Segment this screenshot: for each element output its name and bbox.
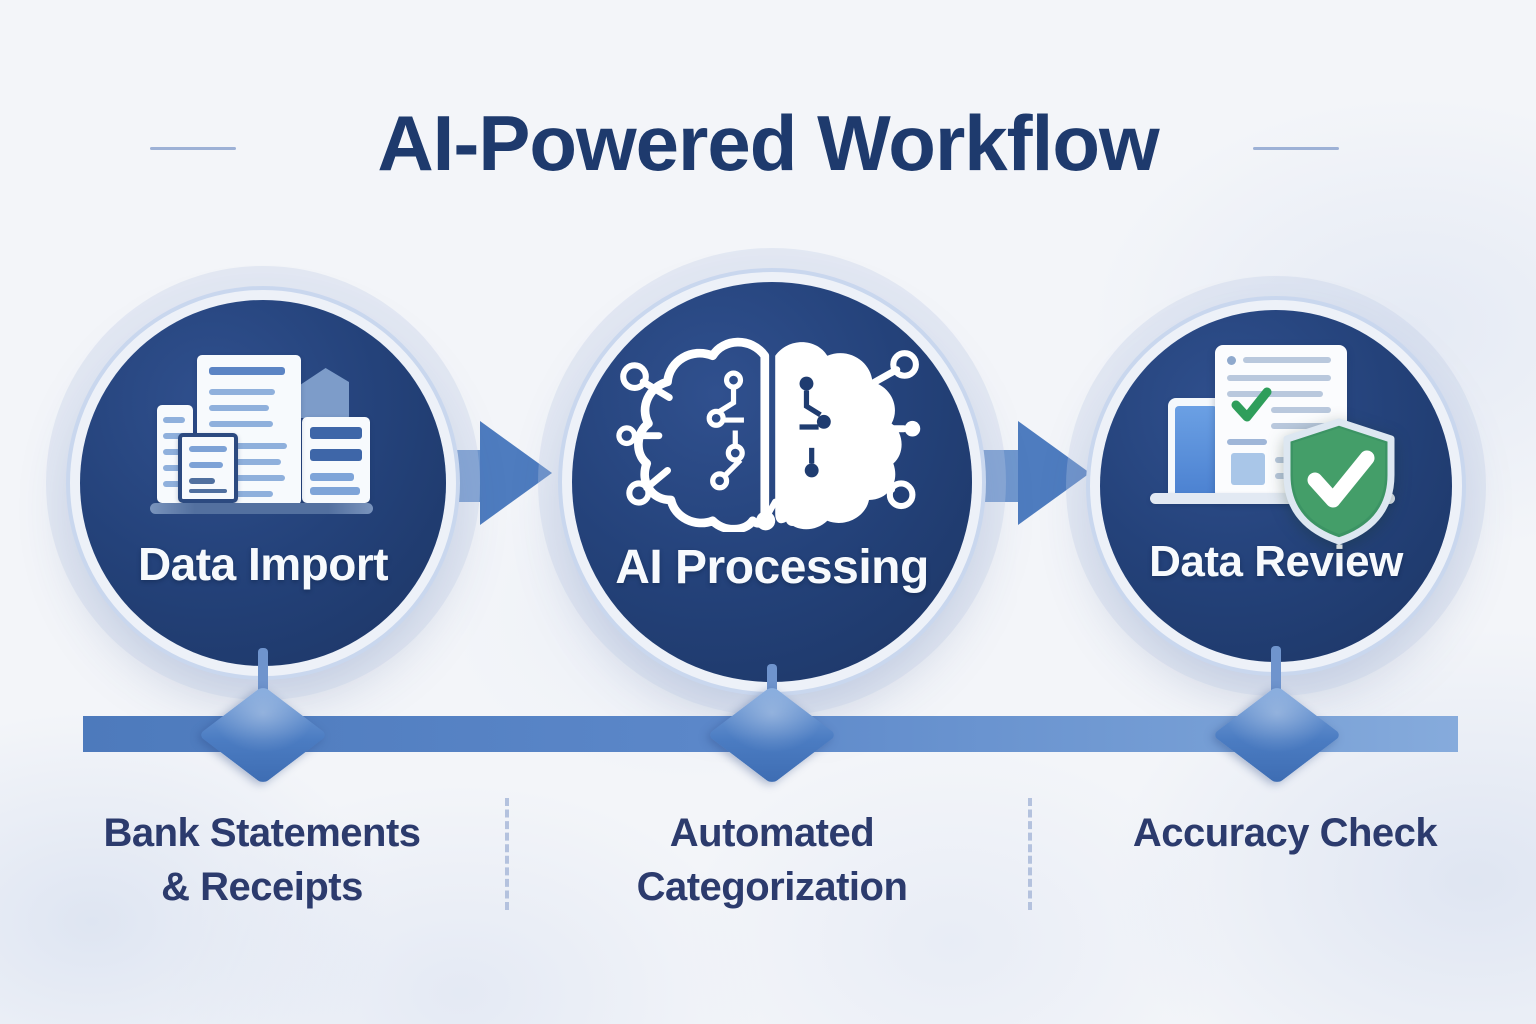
timeline-diamond-1 <box>197 685 329 785</box>
tablet-screen <box>1175 406 1217 500</box>
document-bullet-dot <box>1227 356 1236 365</box>
timeline-stem-3 <box>1271 646 1281 706</box>
shield-check-icon <box>1283 418 1395 545</box>
title-rule-left <box>150 147 236 150</box>
document-check-shield-icon <box>1150 340 1410 545</box>
flow-arrow-2-icon <box>1018 421 1090 525</box>
tablet-icon <box>1168 398 1224 500</box>
caption-divider-2 <box>1028 798 1032 910</box>
caption-accuracy-check: Accuracy Check <box>1065 806 1505 860</box>
caption-line: Bank Statements <box>103 811 421 855</box>
green-check-icon <box>1231 387 1272 422</box>
caption-divider-1 <box>505 798 509 910</box>
documents-stack-icon <box>147 348 377 516</box>
timeline-diamond-3 <box>1211 685 1343 785</box>
caption-line: Automated <box>669 811 875 855</box>
document-thumbnail-block <box>1231 453 1265 485</box>
step-label-data-review: Data Review <box>1149 537 1403 586</box>
caption-line: Accuracy Check <box>1132 811 1438 855</box>
ai-brain-circuit-icon <box>616 337 921 532</box>
timeline-stem-1 <box>258 648 268 708</box>
review-tray <box>1150 493 1395 504</box>
flow-arrow-2-tail <box>970 450 1020 502</box>
caption-line: & Receipts <box>161 865 363 909</box>
step-node-data-review: Data Review <box>1100 310 1452 662</box>
document-back-right <box>302 417 370 503</box>
step-label-data-import: Data Import <box>137 538 389 590</box>
document-fold-corner <box>297 368 349 418</box>
document-front-small <box>178 433 238 503</box>
title-rule-right <box>1253 147 1339 150</box>
flow-arrow-1-icon <box>480 421 552 525</box>
timeline-diamond-2 <box>706 685 838 785</box>
caption-automated-categorization: Automated Categorization <box>552 806 992 914</box>
caption-line: Categorization <box>636 865 908 909</box>
documents-tray <box>150 503 373 514</box>
page-title: AI-Powered Workflow <box>377 99 1159 187</box>
step-label-ai-processing: AI Processing <box>615 541 929 594</box>
step-node-data-import: Data Import <box>80 300 446 666</box>
caption-bank-statements: Bank Statements & Receipts <box>42 806 482 914</box>
step-node-ai-processing: AI Processing <box>572 282 972 682</box>
